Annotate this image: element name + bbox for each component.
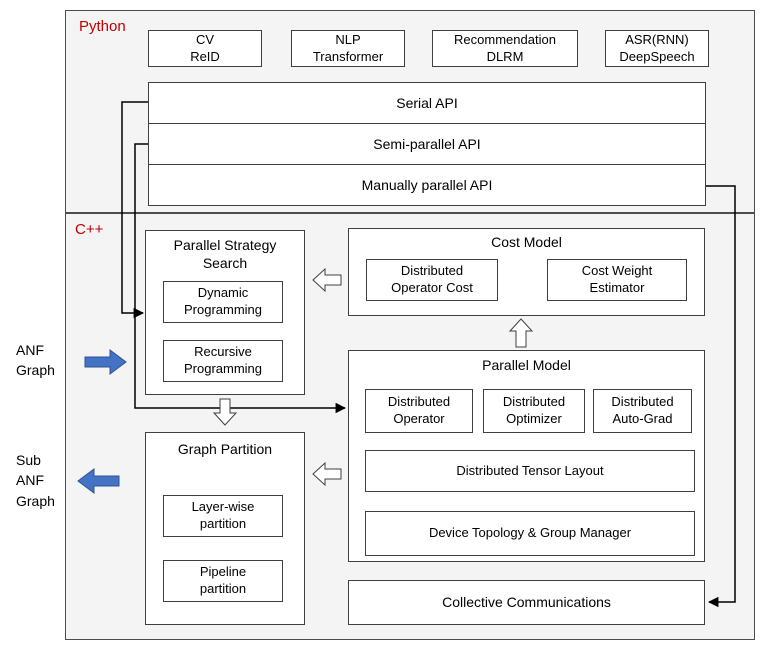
api-bar-semi-parallel: Semi-parallel API	[148, 123, 706, 165]
python-section-label: Python	[79, 18, 126, 35]
distributed-operator-box: Distributed Operator	[365, 389, 473, 433]
layer-wise-partition-box: Layer-wise partition	[163, 495, 283, 537]
sub-anf-graph-label: Sub ANF Graph	[16, 452, 55, 509]
app-box-asr-deepspeech: ASR(RNN) DeepSpeech	[605, 30, 709, 67]
graph-partition-title: Graph Partition	[177, 441, 273, 457]
app-box-nlp-transformer: NLP Transformer	[291, 30, 405, 67]
api-bar-serial: Serial API	[148, 82, 706, 124]
collective-communications-bar: Collective Communications	[348, 580, 705, 625]
distributed-auto-grad-box: Distributed Auto-Grad	[593, 389, 692, 433]
app-box-cv-reid: CV ReID	[148, 30, 262, 67]
recursive-programming-box: Recursive Programming	[163, 340, 283, 382]
dynamic-programming-box: Dynamic Programming	[163, 281, 283, 323]
pipeline-partition-box: Pipeline partition	[163, 560, 283, 602]
parallel-strategy-search-title: Parallel Strategy Search	[173, 237, 277, 271]
cost-model-title: Cost Model	[491, 234, 562, 250]
distributed-operator-cost-box: Distributed Operator Cost	[366, 259, 498, 301]
distributed-optimizer-box: Distributed Optimizer	[483, 389, 585, 433]
hollow-up-arrow-parallel-to-cost-icon	[508, 318, 534, 348]
cpp-section-label: C++	[75, 221, 104, 238]
hollow-down-arrow-strategy-to-partition-icon	[212, 398, 238, 426]
anf-graph-label: ANF Graph	[16, 342, 55, 379]
hollow-left-arrow-parallel-to-partition-icon	[312, 461, 342, 487]
cost-weight-estimator-box: Cost Weight Estimator	[547, 259, 687, 301]
app-box-recommendation-dlrm: Recommendation DLRM	[432, 30, 578, 67]
anf-graph-right-arrow-icon	[84, 349, 127, 375]
sub-anf-graph-left-arrow-icon	[77, 468, 120, 494]
hollow-left-arrow-cost-to-strategy-icon	[312, 267, 342, 293]
device-topology-group-manager-box: Device Topology & Group Manager	[365, 511, 695, 556]
parallel-model-title: Parallel Model	[482, 357, 571, 373]
distributed-tensor-layout-box: Distributed Tensor Layout	[365, 450, 695, 492]
api-bar-manually-parallel: Manually parallel API	[148, 164, 706, 206]
